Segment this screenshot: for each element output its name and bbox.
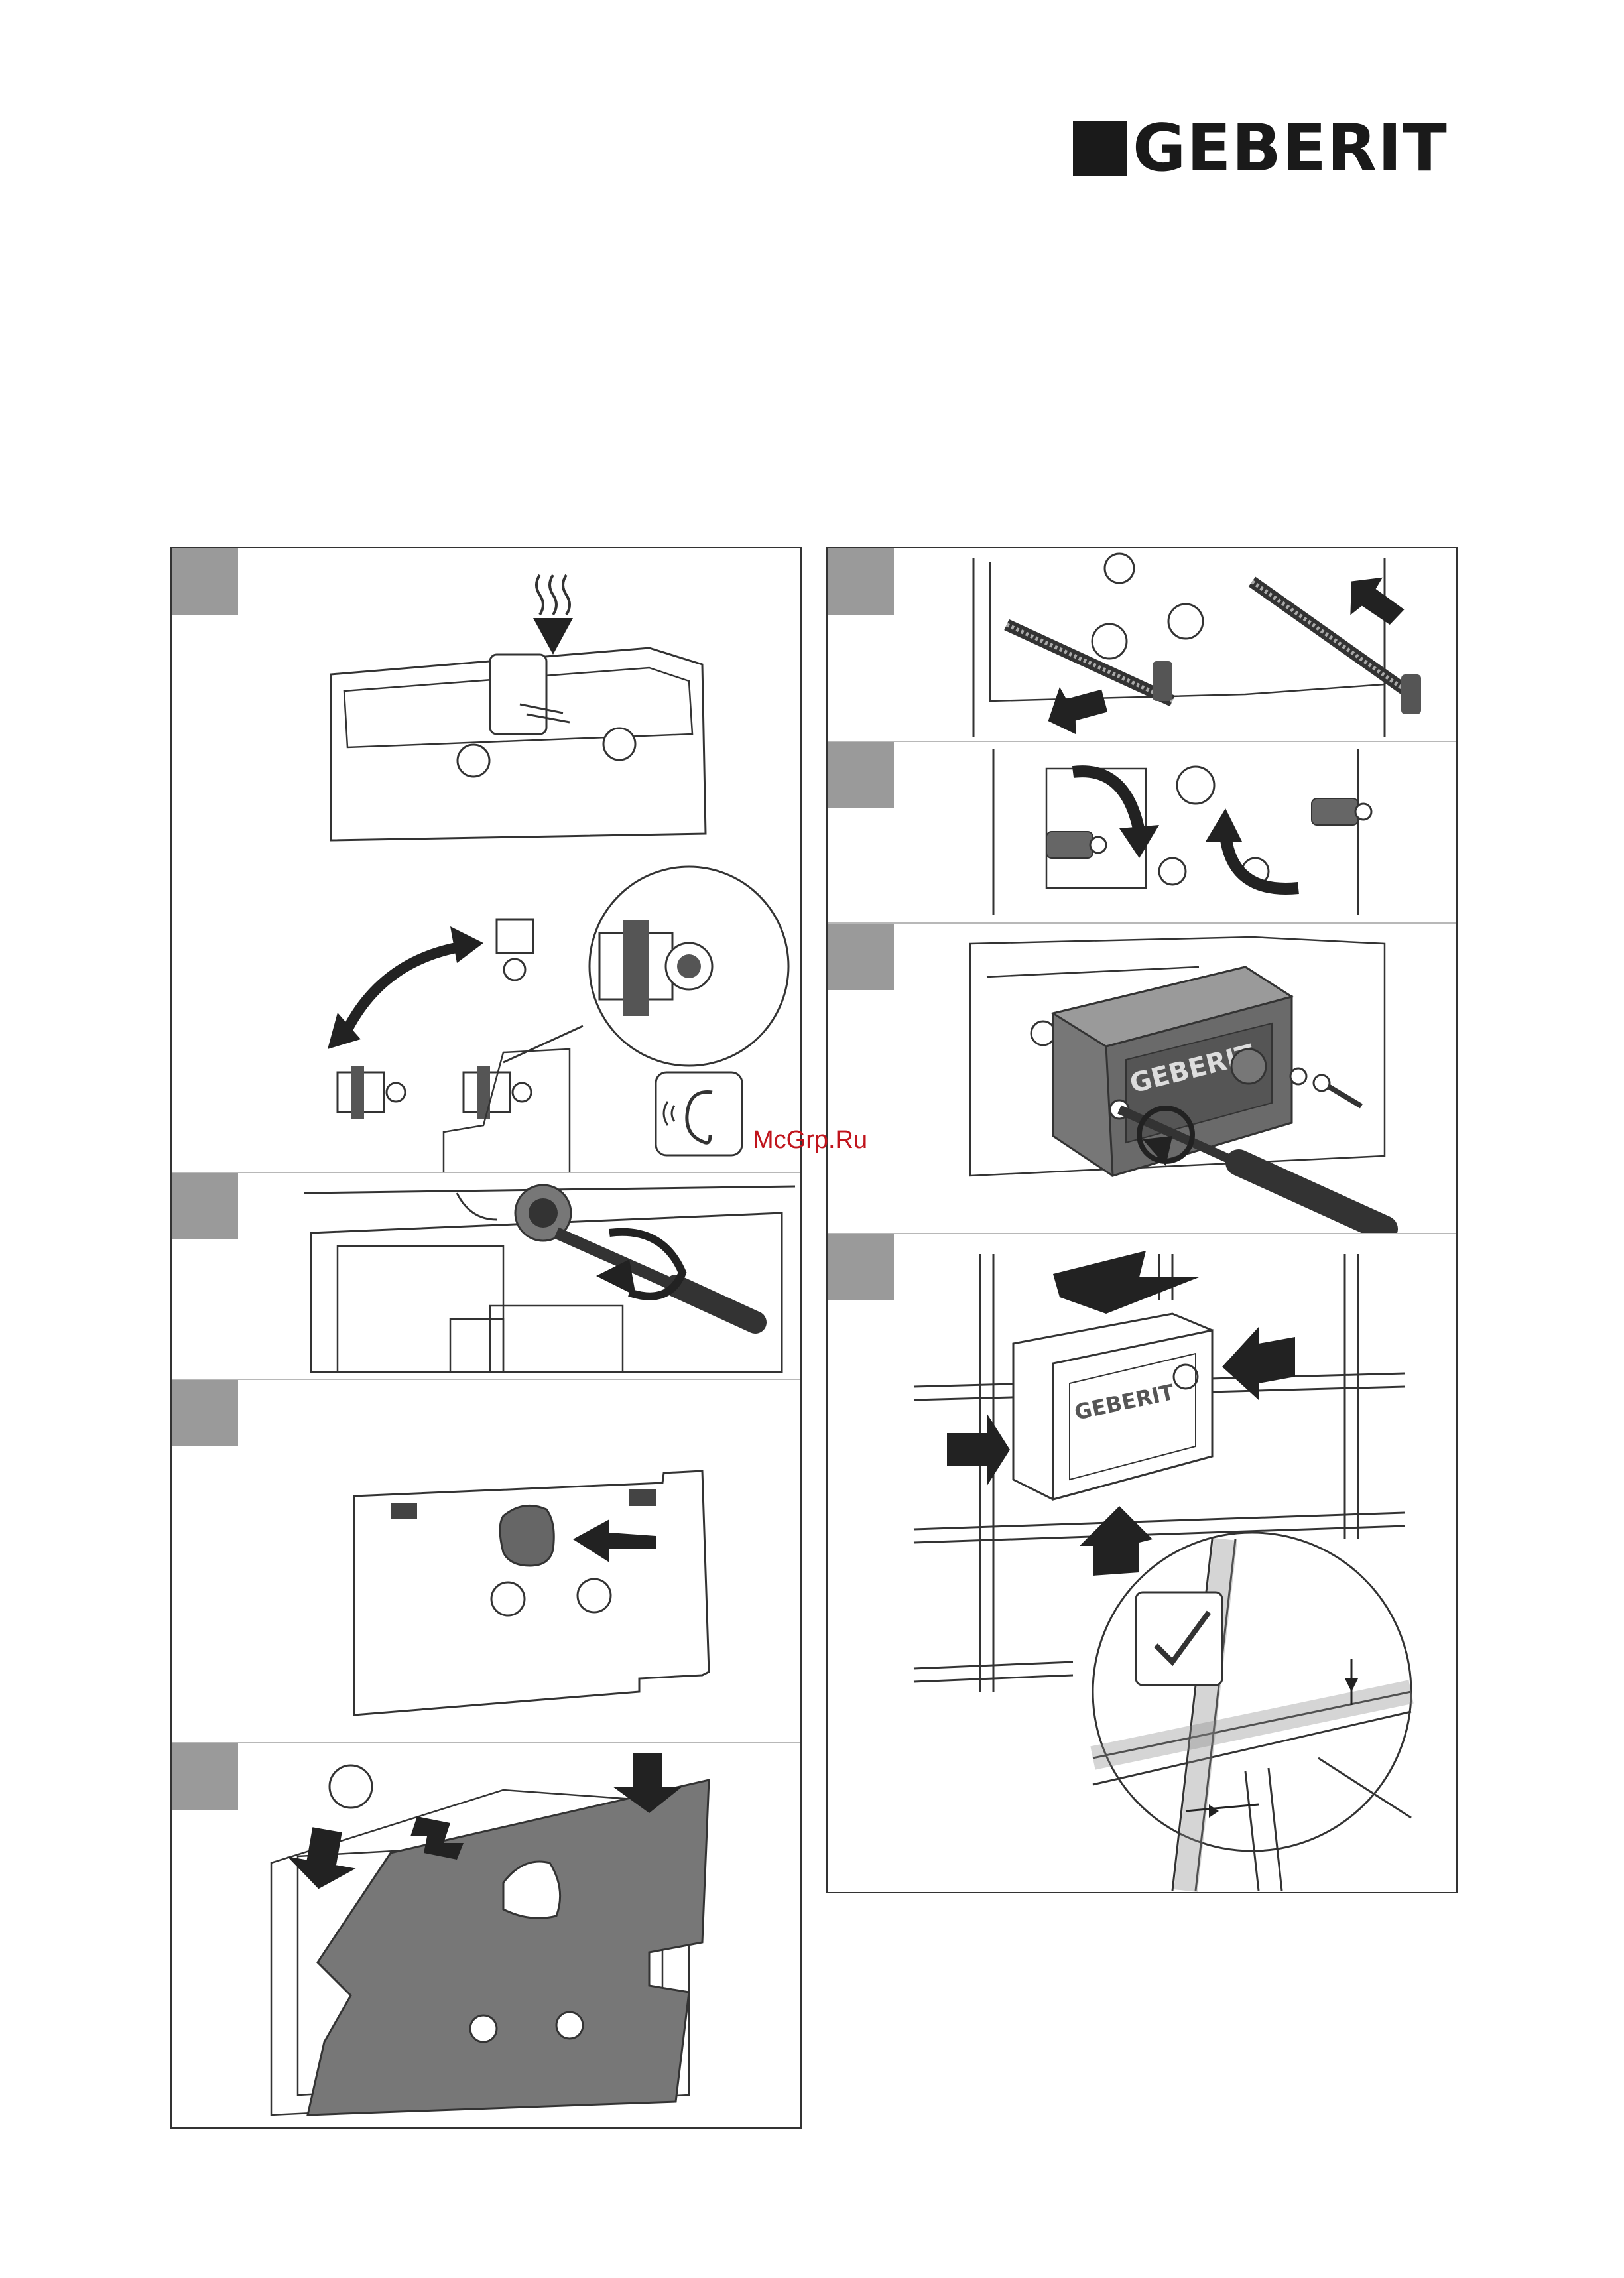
- cover-plate-illustration: [172, 1380, 800, 1742]
- step-3-panel: [172, 1380, 800, 1742]
- brand-name: GEBERIT: [1133, 121, 1448, 176]
- right-instruction-column: GEBERIT: [826, 547, 1458, 1893]
- screwdriver-illustration: [172, 1173, 800, 1379]
- step-badge: [828, 742, 894, 808]
- rotate-brackets-illustration: [828, 742, 1456, 922]
- step-5-panel: [828, 548, 1456, 741]
- watermark-text: McGrp.Ru: [753, 1126, 867, 1155]
- logo-square-icon: [1073, 121, 1127, 176]
- tile-alignment-illustration: GEBERIT: [828, 1234, 1456, 1892]
- threaded-rods-illustration: [828, 548, 1456, 741]
- cistern-top-illustration: [172, 548, 800, 1172]
- step-1-panel: [172, 548, 800, 1172]
- step-badge: [172, 1173, 238, 1239]
- step-2-panel: [172, 1173, 800, 1379]
- step-badge: [828, 548, 894, 615]
- step-badge: [172, 1743, 238, 1810]
- step-badge: [172, 1380, 238, 1446]
- frame-mounting-illustration: GEBERIT: [828, 924, 1456, 1233]
- plate-insertion-illustration: [172, 1743, 800, 2128]
- step-6-panel: [828, 742, 1456, 922]
- step-badge: [828, 924, 894, 990]
- brand-logo: GEBERIT: [1073, 121, 1456, 176]
- step-7-panel: GEBERIT: [828, 924, 1456, 1233]
- step-4-panel: [172, 1743, 800, 2128]
- step-badge: [172, 548, 238, 615]
- step-badge: [828, 1234, 894, 1300]
- step-8-panel: GEBERIT: [828, 1234, 1456, 1892]
- left-instruction-column: [170, 547, 802, 2129]
